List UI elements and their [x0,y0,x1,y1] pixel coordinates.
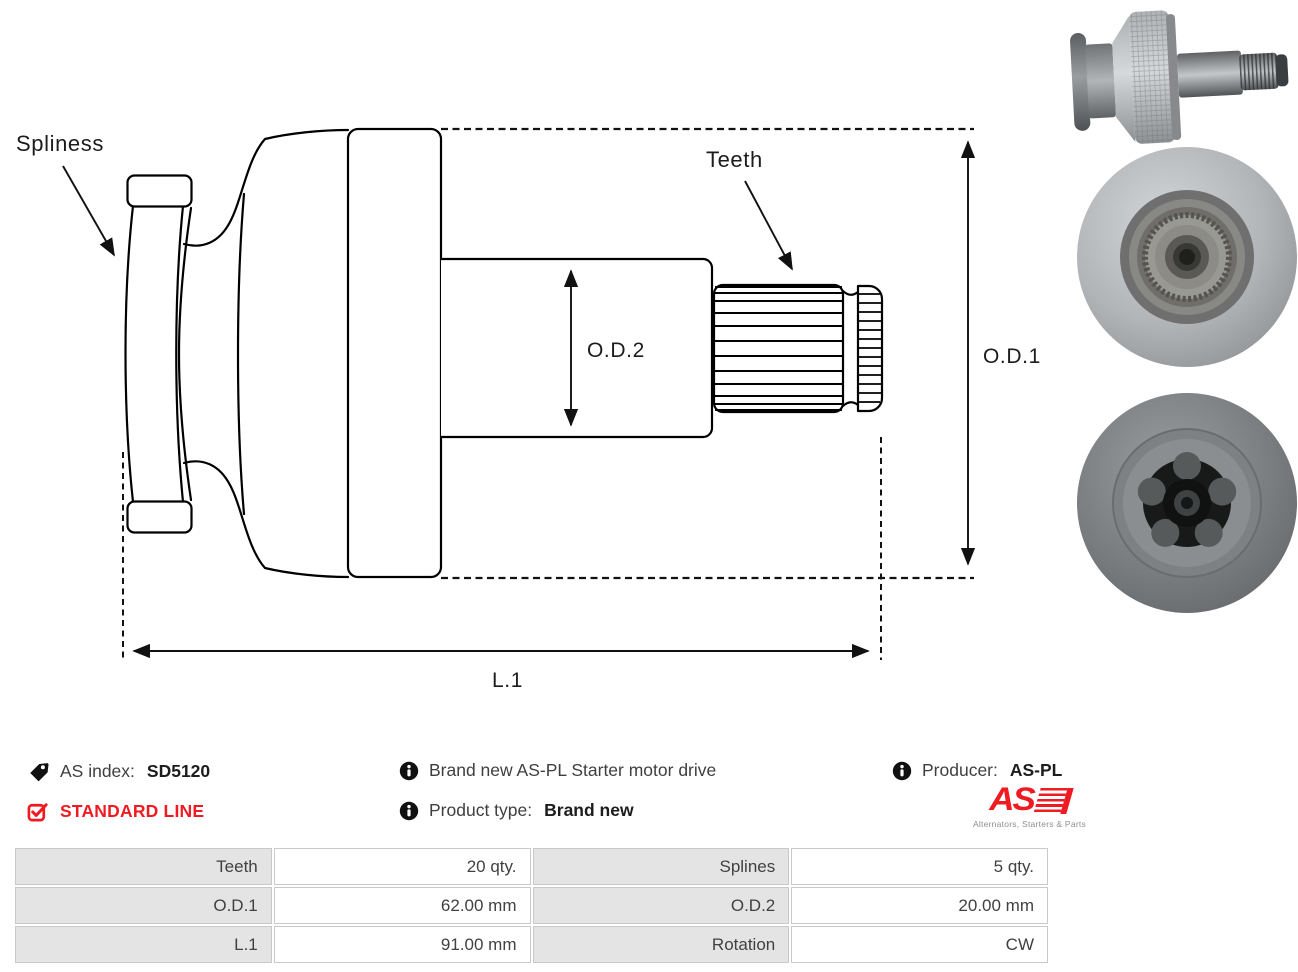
spec-value: CW [791,926,1048,963]
splines-leader-line [62,165,115,257]
l1-label: L.1 [492,669,523,692]
as-index-row: AS index: SD5120 [27,760,210,783]
spec-label: O.D.1 [15,887,272,924]
product-type-value: Brand new [544,800,634,820]
funnel-top-edge [182,128,350,247]
spec-label: O.D.2 [532,887,790,924]
spec-value: 62.00 mm [273,887,531,924]
collar-edge-arc [177,206,193,502]
pilot-serration-lines [859,293,882,403]
collar-top-cap [126,174,193,208]
starter-drive-side-photo [1070,10,1289,144]
spec-label: L.1 [15,926,272,963]
spec-label: Teeth [15,848,272,885]
product-type-row: Product type: Brand new [399,800,634,821]
splines-label: Spliness [16,131,104,156]
funnel-rim-arc [236,192,246,516]
teeth-outline [712,283,845,414]
spec-value: 20.00 mm [791,887,1048,924]
collar-inner-arc [175,204,185,504]
standard-line-row: STANDARD LINE [27,800,204,823]
info-icon [892,761,912,780]
checkbox-checked-icon [27,803,48,822]
drum-outline [346,127,443,579]
aspl-logo-text: AS [989,781,1036,818]
starter-drive-front-photo [1077,147,1297,367]
collar-outer-arc [124,204,135,504]
spec-value: 20 qty. [273,848,531,885]
aspl-logo-flag-icon [1033,787,1074,814]
description-text: Brand new AS-PL Starter motor drive [429,760,717,780]
teeth-leader-line [744,180,793,271]
as-index-value: SD5120 [146,761,211,781]
teeth-hatch-lines [715,286,842,411]
funnel-bottom-edge [182,460,350,579]
groove-bottom [841,401,860,408]
teeth-label: Teeth [706,147,763,172]
standard-line-badge: STANDARD LINE [60,801,205,821]
od2-label: O.D.2 [587,339,645,362]
shaft-outline [439,257,714,439]
product-type-label: Product type: [429,800,533,820]
aspl-logo-tagline: Alternators, Starters & Parts [972,819,1087,829]
producer-row: Producer: AS-PL [892,760,1062,781]
description-row: Brand new AS-PL Starter motor drive [399,760,716,781]
info-icon [399,801,419,820]
technical-drawing: Spliness Teeth O.D.2 O.D.1 L.1 [16,127,1041,692]
collar-bottom-cap [126,500,193,534]
od1-label: O.D.1 [983,345,1041,368]
spec-label: Rotation [532,926,790,963]
as-index-label: AS index: [60,761,135,781]
info-icon [399,761,419,780]
spec-value: 5 qty. [791,848,1048,885]
aspl-logo: AS Alternators, Starters & Parts [962,783,1097,829]
spec-value: 91.00 mm [273,926,531,963]
starter-drive-rear-spline-photo [1077,393,1297,613]
groove-top [841,289,860,296]
specs-table: Teeth 20 qty. Splines 5 qty. O.D.1 62.00… [15,848,1048,963]
producer-label: Producer: [922,760,998,780]
producer-value: AS-PL [1009,760,1063,780]
tag-icon [30,763,49,782]
spec-label: Splines [532,848,790,885]
